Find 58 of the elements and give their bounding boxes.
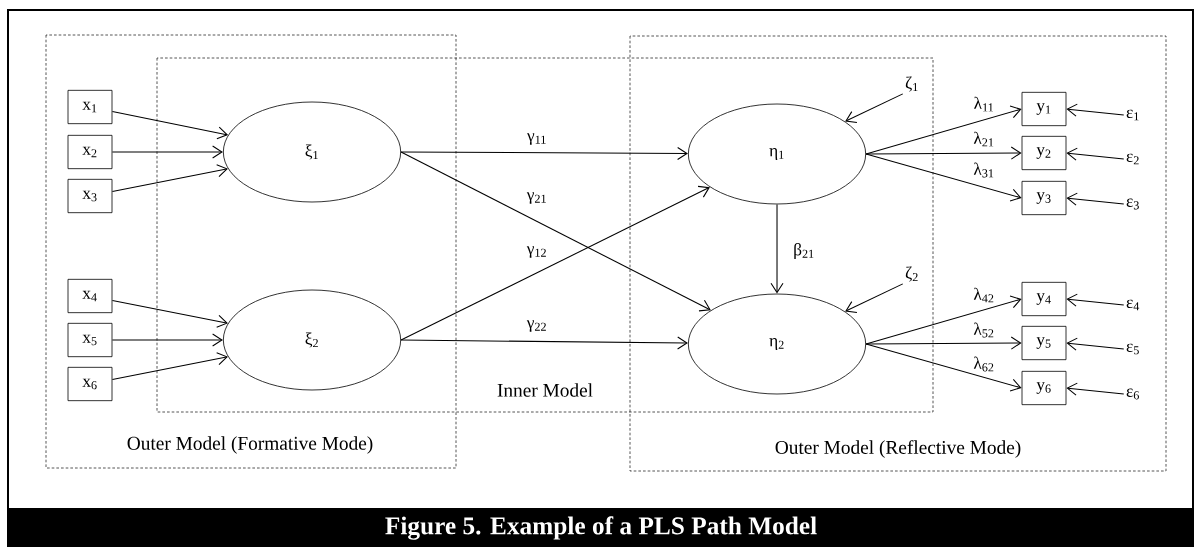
region-label: Outer Model (Reflective Mode) [775,440,1021,458]
arrow [400,146,688,160]
path-coefficient: γ$_{12}$ [525,245,549,259]
arrow [845,93,904,123]
arrow [111,352,228,381]
arrow [1066,103,1125,117]
path-coefficient: γ$_{11}$ [525,132,549,146]
arrow [111,111,229,140]
error-term: ζ$_{1}$ [905,76,918,92]
region-label: Inner Model [497,383,593,397]
caption-band: Figure 5. Example of a PLS Path Model [8,508,1194,547]
arrow [865,336,1022,350]
arrow [1066,337,1125,351]
error-term: ε$_{2}$ [1126,153,1139,165]
arrow [770,203,784,294]
error-term: ε$_{4}$ [1126,299,1140,311]
arrow [865,343,1022,392]
indicator-box: y$_{5}$ [1021,325,1067,361]
error-term: ε$_{1}$ [1126,109,1139,121]
path-coefficient: γ$_{21}$ [525,191,549,205]
indicator-box: y$_{1}$ [1021,91,1067,127]
path-coefficient: λ$_{52}$ [972,321,996,339]
arrow [865,153,1022,202]
indicator-box: x$_{3}$ [67,178,113,214]
error-term: ε$_{3}$ [1126,198,1139,210]
region-label: Outer Model (Formative Mode) [127,436,373,454]
arrow [111,164,228,193]
arrow [1066,147,1125,161]
arrow [111,145,223,159]
arrow [1066,382,1125,396]
path-coefficient: λ$_{11}$ [972,95,996,113]
path-coefficient: λ$_{42}$ [972,286,996,304]
path-coefficient: λ$_{62}$ [972,355,996,373]
indicator-box: x$_{4}$ [67,278,113,314]
path-coefficient: β$_{21}$ [792,242,816,260]
indicator-box: y$_{4}$ [1021,281,1067,317]
arrow [111,299,228,328]
indicator-box: x$_{6}$ [67,366,113,402]
indicator-box: y$_{2}$ [1021,135,1067,171]
arrow [865,146,1022,160]
indicator-box: y$_{6}$ [1021,370,1067,406]
arrow [1066,293,1125,307]
arrow [1066,192,1125,206]
error-term: ε$_{5}$ [1126,343,1139,355]
path-coefficient: λ$_{31}$ [972,161,996,179]
indicator-box: x$_{5}$ [67,322,113,358]
error-term: ζ$_{2}$ [905,266,918,282]
arrow [111,333,223,347]
arrow [400,185,710,341]
indicator-box: x$_{2}$ [67,134,113,170]
arrow [845,283,904,313]
path-coefficient: γ$_{22}$ [525,319,549,333]
arrow [400,151,711,312]
arrow [400,336,688,350]
path-coefficient: λ$_{21}$ [972,130,996,148]
error-term: ε$_{6}$ [1126,388,1139,400]
indicator-box: x$_{1}$ [67,89,113,125]
indicator-box: y$_{3}$ [1021,180,1067,216]
